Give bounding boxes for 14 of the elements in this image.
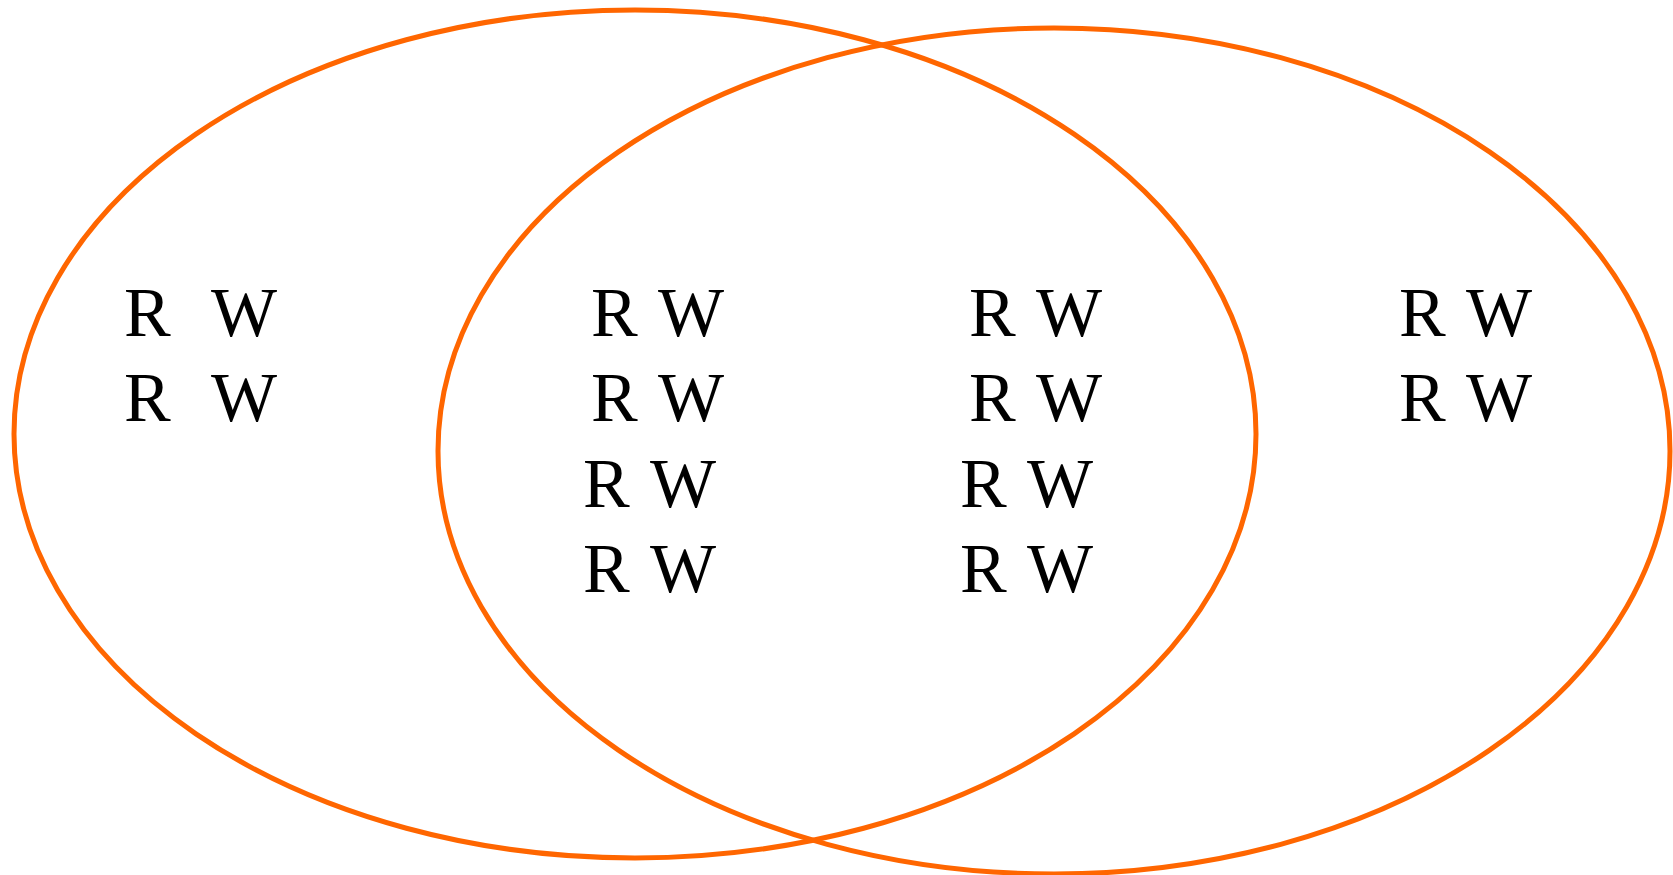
ellipse-outline bbox=[11, 7, 1259, 861]
region-label: R W bbox=[583, 534, 716, 604]
region-label: R W bbox=[583, 449, 716, 519]
region-label: R W bbox=[591, 278, 724, 348]
region-label: R W bbox=[960, 534, 1093, 604]
region-label: R W bbox=[591, 363, 724, 433]
region-label: R W bbox=[1399, 278, 1532, 348]
region-label: R W bbox=[969, 278, 1102, 348]
region-label: R W bbox=[960, 449, 1093, 519]
region-label: R W bbox=[124, 363, 277, 433]
region-label: R W bbox=[969, 363, 1102, 433]
ellipse-outline bbox=[435, 25, 1673, 875]
region-label: R W bbox=[1399, 363, 1532, 433]
region-label: R W bbox=[124, 278, 277, 348]
